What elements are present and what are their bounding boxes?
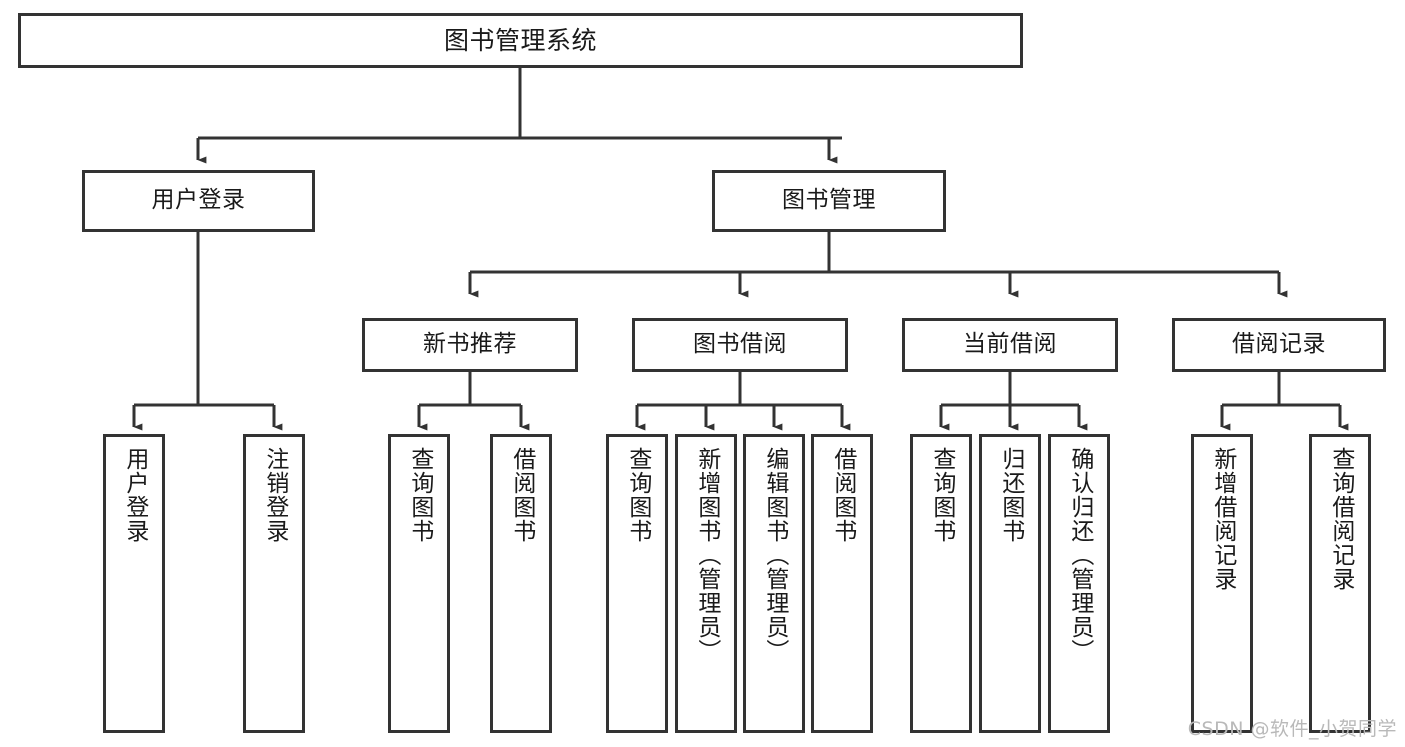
node-book-borrow-label: 图书借阅 (693, 331, 787, 358)
leaf-book-borrow-add-label: 新增图书（管理员） (693, 447, 720, 663)
node-borrow-record[interactable]: 借阅记录 (1172, 318, 1386, 372)
leaf-book-borrow-query-label: 查询图书 (624, 447, 651, 543)
node-book-manage-label: 图书管理 (782, 187, 876, 214)
leaf-borrow-record-add-label: 新增借阅记录 (1209, 447, 1236, 591)
leaf-book-borrow-edit[interactable]: 编辑图书（管理员） (743, 434, 805, 733)
leaf-borrow-record-query-label: 查询借阅记录 (1327, 447, 1354, 591)
leaf-book-borrow-borrow-label: 借阅图书 (829, 447, 856, 543)
node-user-login[interactable]: 用户登录 (82, 170, 315, 232)
node-current-borrow[interactable]: 当前借阅 (902, 318, 1118, 372)
leaf-current-borrow-return[interactable]: 归还图书 (979, 434, 1041, 733)
node-borrow-record-label: 借阅记录 (1232, 331, 1326, 358)
leaf-book-borrow-edit-label: 编辑图书（管理员） (761, 447, 788, 663)
leaf-book-borrow-borrow[interactable]: 借阅图书 (811, 434, 873, 733)
node-current-borrow-label: 当前借阅 (963, 331, 1057, 358)
leaf-user-login-logout-label: 注销登录 (261, 447, 288, 543)
node-book-borrow[interactable]: 图书借阅 (632, 318, 848, 372)
node-user-login-label: 用户登录 (151, 187, 246, 214)
node-root-system[interactable]: 图书管理系统 (18, 13, 1023, 68)
leaf-user-login-login[interactable]: 用户登录 (103, 434, 165, 733)
leaf-book-borrow-query[interactable]: 查询图书 (606, 434, 668, 733)
leaf-borrow-record-query[interactable]: 查询借阅记录 (1309, 434, 1371, 733)
leaf-borrow-record-add[interactable]: 新增借阅记录 (1191, 434, 1253, 733)
leaf-new-book-borrow-label: 借阅图书 (508, 447, 535, 543)
node-root-system-label: 图书管理系统 (443, 25, 597, 55)
node-new-book-recommend-label: 新书推荐 (423, 331, 517, 358)
leaf-new-book-query-label: 查询图书 (406, 447, 433, 543)
leaf-new-book-query[interactable]: 查询图书 (388, 434, 450, 733)
leaf-current-borrow-return-label: 归还图书 (997, 447, 1024, 543)
leaf-current-borrow-query-label: 查询图书 (928, 447, 955, 543)
leaf-current-borrow-confirm-return[interactable]: 确认归还（管理员） (1048, 434, 1110, 733)
leaf-user-login-login-label: 用户登录 (121, 447, 148, 543)
leaf-book-borrow-add[interactable]: 新增图书（管理员） (675, 434, 737, 733)
leaf-current-borrow-query[interactable]: 查询图书 (910, 434, 972, 733)
node-book-manage[interactable]: 图书管理 (712, 170, 946, 232)
node-new-book-recommend[interactable]: 新书推荐 (362, 318, 578, 372)
leaf-new-book-borrow[interactable]: 借阅图书 (490, 434, 552, 733)
leaf-user-login-logout[interactable]: 注销登录 (243, 434, 305, 733)
leaf-current-borrow-confirm-return-label: 确认归还（管理员） (1066, 447, 1093, 663)
